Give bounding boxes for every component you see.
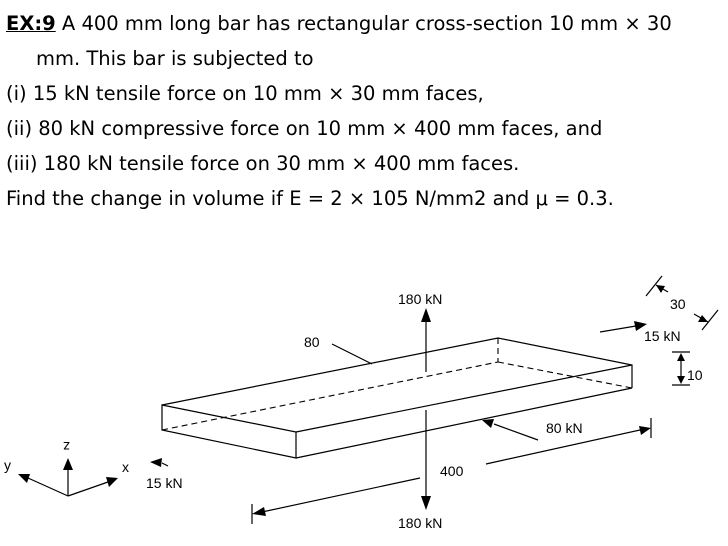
dim-arrow-height-bottom bbox=[677, 376, 685, 384]
arrow-head-right bbox=[634, 321, 647, 331]
dim-label-depth: 30 bbox=[670, 296, 686, 312]
bar-hidden-edges bbox=[161, 338, 633, 431]
dimension-length: 400 bbox=[251, 418, 652, 524]
dim-leader-width bbox=[331, 343, 373, 365]
bar-outline bbox=[161, 337, 633, 459]
tensile-force-180-top: 180 kN bbox=[398, 291, 442, 372]
dimension-height: 10 bbox=[672, 351, 703, 386]
axis-z-arrow bbox=[63, 458, 73, 470]
problem-line-2: mm. This bar is subjected to bbox=[36, 47, 314, 70]
compressive-force-80: 80 kN bbox=[482, 419, 583, 441]
arrow-head-side bbox=[482, 419, 494, 428]
hidden-right-bottom-edge bbox=[497, 361, 633, 389]
dim-label-width: 80 bbox=[304, 334, 320, 350]
dim-arrow-depth-1 bbox=[656, 285, 665, 293]
dim-label-height: 10 bbox=[687, 367, 703, 383]
dim-arrow-left bbox=[252, 507, 266, 516]
dim-label-length: 400 bbox=[440, 463, 464, 479]
dim-arrow-depth-2 bbox=[698, 315, 708, 322]
axis-y-line bbox=[27, 477, 69, 497]
problem-text-1: A 400 mm long bar has rectangular cross-… bbox=[55, 12, 672, 35]
dim-ext-depth-2 bbox=[701, 309, 719, 331]
arrow-head-down bbox=[421, 496, 431, 510]
coordinate-axes: z y x bbox=[4, 439, 129, 497]
force-label-bottom: 180 kN bbox=[398, 515, 442, 531]
problem-line-6: Find the change in volume if E = 2 × 105… bbox=[6, 187, 614, 210]
dimension-width: 80 bbox=[304, 334, 373, 365]
axis-x-label: x bbox=[122, 459, 129, 475]
arrow-shaft-side bbox=[493, 423, 539, 441]
axis-z-label: z bbox=[63, 439, 70, 455]
arrow-head-up bbox=[421, 308, 431, 322]
force-label-right: 15 kN bbox=[644, 328, 681, 344]
problem-line-1: EX:9 A 400 mm long bar has rectangular c… bbox=[6, 6, 722, 41]
bar-front-top-edge bbox=[295, 364, 633, 433]
axis-y-label: y bbox=[4, 457, 11, 473]
dim-line-length-left bbox=[261, 477, 421, 513]
arrow-shaft-right bbox=[599, 325, 637, 333]
dim-arrow-right bbox=[639, 426, 651, 435]
arrow-head-left bbox=[150, 458, 162, 467]
bar-front-bottom-edge bbox=[295, 387, 633, 459]
axis-x-arrow bbox=[106, 477, 118, 487]
problem-line-5: (iii) 180 kN tensile force on 30 mm × 40… bbox=[6, 152, 520, 175]
dim-arrow-height-top bbox=[677, 353, 685, 361]
dimension-depth: 30 bbox=[645, 275, 719, 331]
problem-line-3: (i) 15 kN tensile force on 10 mm × 30 mm… bbox=[6, 82, 484, 105]
arrow-shaft-left bbox=[161, 462, 169, 467]
dim-ext-depth-1 bbox=[645, 275, 663, 297]
problem-line-4: (ii) 80 kN compressive force on 10 mm × … bbox=[6, 117, 603, 140]
axis-x-line bbox=[67, 481, 109, 497]
dim-line-length-right bbox=[485, 429, 641, 465]
tensile-force-180-bottom: 180 kN bbox=[398, 410, 442, 531]
tensile-force-15-right: 15 kN bbox=[599, 321, 681, 344]
force-label-left: 15 kN bbox=[146, 475, 183, 491]
hidden-back-bottom-edge bbox=[161, 361, 499, 431]
example-label: EX:9 bbox=[6, 12, 56, 35]
bar-front-end-face bbox=[161, 404, 297, 459]
force-label-top: 180 kN bbox=[398, 291, 442, 307]
bar-top-edges bbox=[161, 337, 633, 406]
axis-y-arrow bbox=[18, 474, 30, 483]
force-label-side: 80 kN bbox=[546, 420, 583, 436]
problem-statement: EX:9 A 400 mm long bar has rectangular c… bbox=[6, 6, 722, 216]
tensile-force-15-left: 15 kN bbox=[146, 458, 183, 491]
